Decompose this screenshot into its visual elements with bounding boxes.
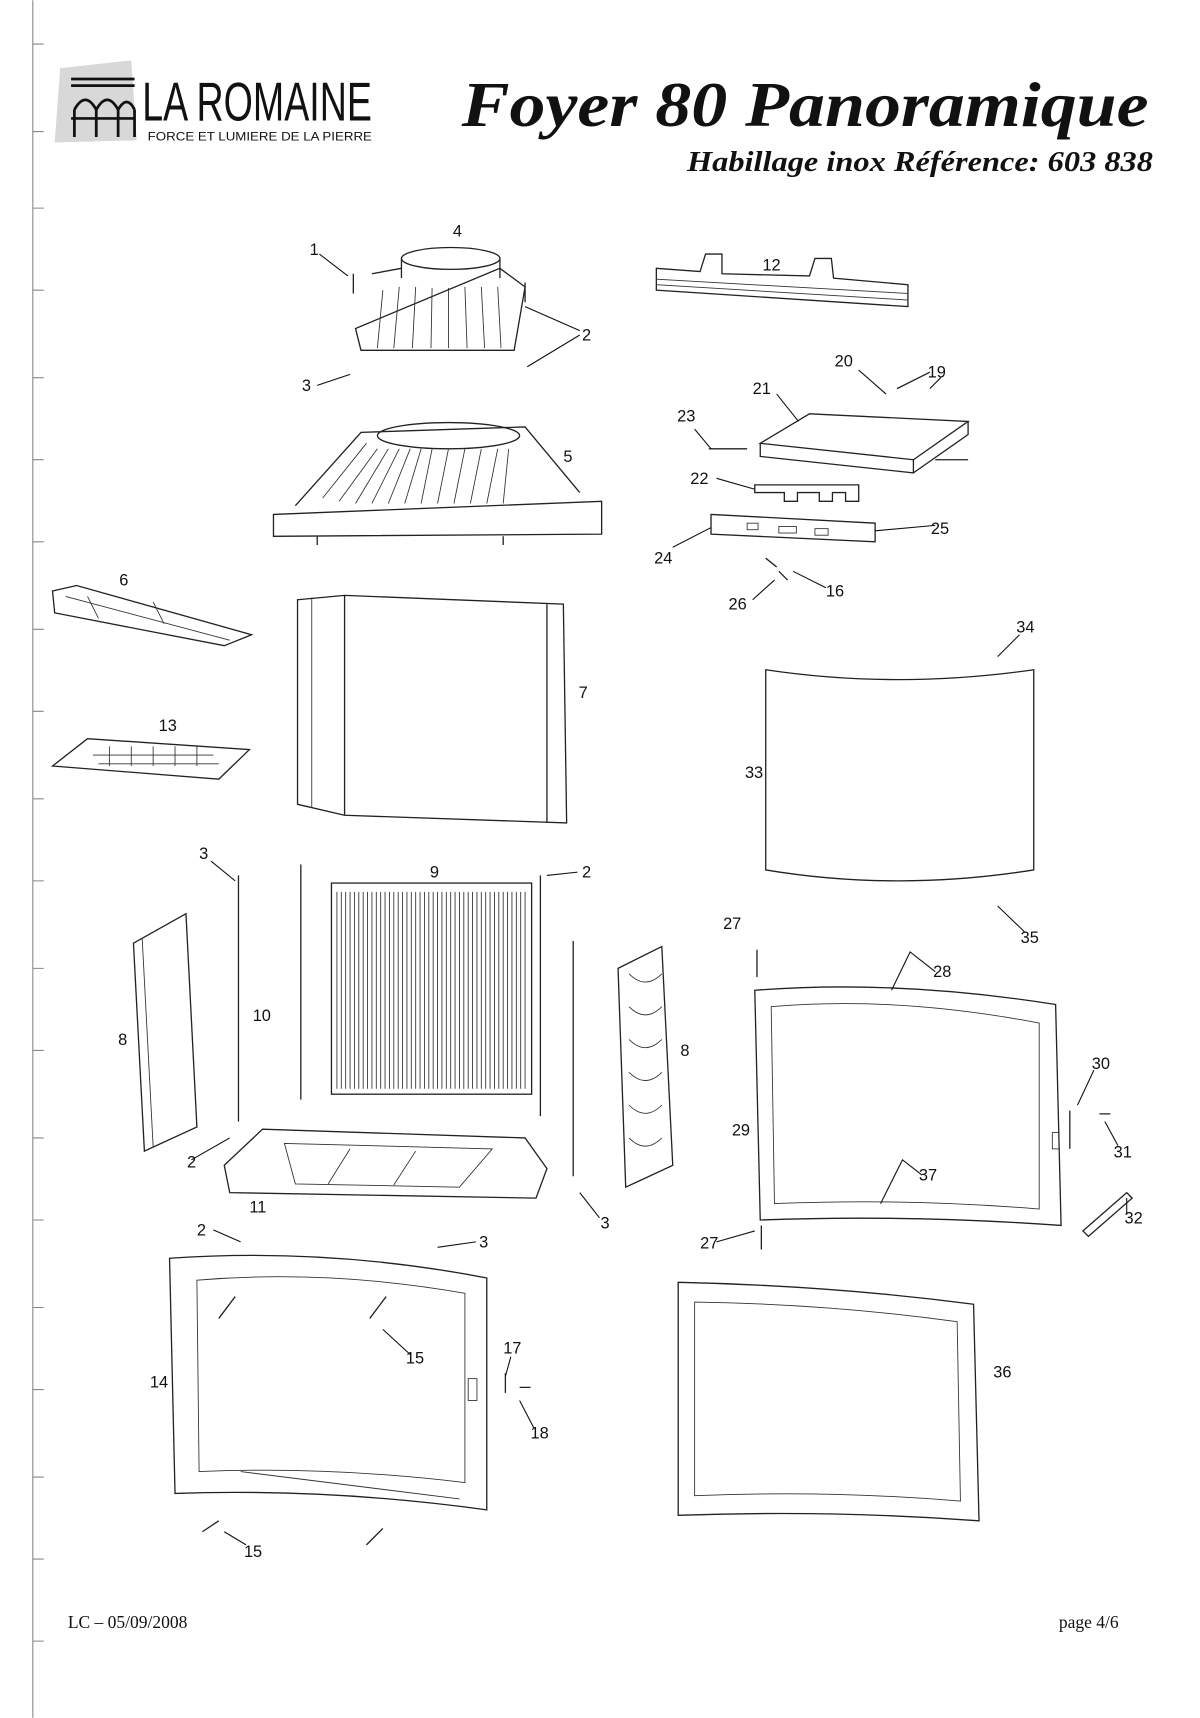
label-part-15: 15: [244, 1543, 262, 1561]
label-part-24: 24: [654, 550, 672, 568]
label-part-36: 36: [993, 1364, 1011, 1382]
label-part-30: 30: [1092, 1055, 1110, 1073]
label-part-28: 28: [933, 963, 951, 981]
small-hardware: [202, 273, 969, 1546]
brand-name: LA ROMAINE: [142, 71, 372, 133]
grille-stripes: [336, 891, 526, 1089]
label-part-14: 14: [150, 1373, 168, 1391]
label-part-26: 26: [729, 596, 747, 614]
label-part-17: 17: [503, 1339, 521, 1357]
footer-page-number: page 4/6: [1059, 1612, 1119, 1632]
part-22-plate: [754, 484, 860, 502]
label-part-4: 4: [453, 223, 462, 241]
label-part-3: 3: [302, 377, 311, 395]
page-subtitle: Habillage inox Référence: 603 838: [686, 147, 1153, 178]
label-part-3: 3: [601, 1215, 610, 1233]
brand-tagline: FORCE ET LUMIERE DE LA PIERRE: [148, 129, 372, 143]
part-8-left-panel: [132, 912, 198, 1153]
part-7-back-wall: [296, 594, 568, 824]
label-part-31: 31: [1114, 1144, 1132, 1162]
label-part-19: 19: [928, 364, 946, 382]
label-part-8: 8: [118, 1031, 127, 1049]
part-30-32-handle: [1069, 1110, 1134, 1238]
label-part-3: 3: [479, 1233, 488, 1251]
label-part-9: 9: [430, 864, 439, 882]
footer-author-date: LC – 05/09/2008: [68, 1612, 188, 1632]
label-part-32: 32: [1125, 1209, 1143, 1227]
label-part-20: 20: [835, 353, 853, 371]
label-part-21: 21: [753, 380, 771, 398]
part-6-shelf: [51, 584, 254, 647]
part-33-glass: [765, 668, 1035, 882]
label-part-34: 34: [1016, 619, 1034, 637]
label-part-10: 10: [253, 1007, 271, 1025]
label-part-16: 16: [826, 582, 844, 600]
part-25-control-bar: [710, 513, 876, 543]
label-part-8: 8: [680, 1042, 689, 1060]
label-part-18: 18: [531, 1425, 549, 1443]
label-part-29: 29: [732, 1122, 750, 1140]
label-part-11: 11: [249, 1198, 266, 1216]
part-4-flue-hood: [354, 246, 526, 351]
label-part-2: 2: [187, 1153, 196, 1171]
part-11-base: [223, 1128, 548, 1199]
label-part-6: 6: [119, 572, 128, 590]
label-part-35: 35: [1021, 929, 1039, 947]
label-part-22: 22: [690, 470, 708, 488]
label-part-7: 7: [579, 684, 588, 702]
part-9-grille: [330, 882, 533, 1095]
label-part-13: 13: [159, 717, 177, 735]
part-14-front-frame: [168, 1254, 488, 1511]
binder-margin: [32, 0, 44, 1718]
label-part-33: 33: [745, 764, 763, 782]
label-part-2: 2: [582, 864, 591, 882]
part-29-door-frame: [754, 986, 1062, 1227]
label-part-25: 25: [931, 520, 949, 538]
label-part-3: 3: [199, 845, 208, 863]
label-part-2: 2: [197, 1221, 206, 1239]
part-8-right-panel: [617, 945, 674, 1189]
part-12-deflector: [655, 253, 909, 308]
brand-logo: LA ROMAINE FORCE ET LUMIERE DE LA PIERRE: [54, 60, 372, 143]
part-21-tray: [758, 413, 971, 474]
label-part-37: 37: [919, 1167, 937, 1185]
label-part-27: 27: [723, 915, 741, 933]
part-5-hood-base: [272, 421, 603, 546]
label-part-15: 15: [406, 1349, 424, 1367]
part-13-grate: [50, 738, 251, 780]
page-title: Foyer 80 Panoramique: [460, 69, 1148, 140]
label-part-12: 12: [762, 256, 780, 274]
label-part-5: 5: [563, 448, 572, 466]
label-part-27: 27: [700, 1234, 718, 1252]
leader-lines: [191, 253, 1128, 1546]
part-36-trim-frame: [677, 1281, 980, 1522]
part-number-labels: 1 4 2 3 12 20 19 21 23 5 22 25 24 6 16 2…: [118, 223, 1143, 1561]
label-part-1: 1: [310, 241, 319, 259]
part-10-rods: [237, 864, 574, 1177]
label-part-23: 23: [677, 407, 695, 425]
label-part-2: 2: [582, 326, 591, 344]
